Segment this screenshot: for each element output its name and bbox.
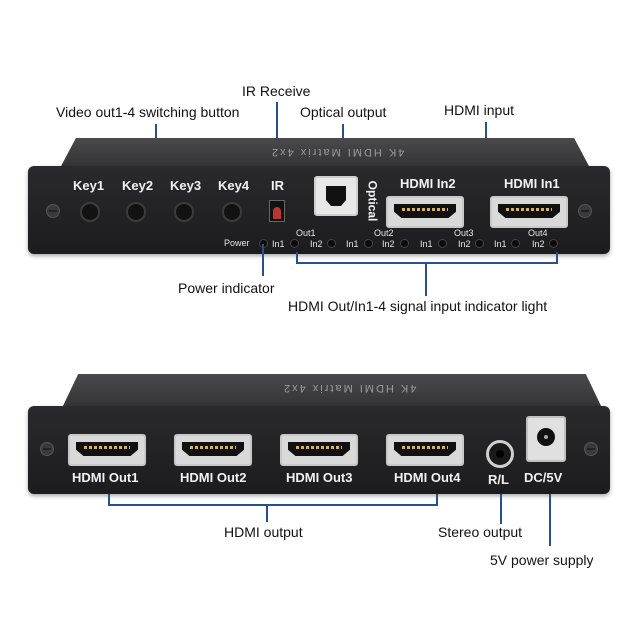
hdmi-output-bracket-l <box>108 494 110 506</box>
key1-button[interactable] <box>80 202 100 222</box>
key4-button[interactable] <box>222 202 242 222</box>
switching-bracket-left <box>155 124 157 150</box>
out3-in2-led <box>475 239 484 248</box>
front-screw-left <box>46 204 60 218</box>
ir-label: IR <box>271 178 284 193</box>
out1-in2-label: In2 <box>310 239 323 249</box>
out1-group-label: Out1 <box>296 228 316 238</box>
out4-in1-label: In1 <box>494 239 507 249</box>
signal-bracket-l <box>296 252 298 264</box>
optical-output-callout: Optical output <box>300 104 387 120</box>
hdmi-out4-port <box>386 434 464 466</box>
rear-screw-right <box>584 442 598 456</box>
signal-bracket-bar <box>296 262 558 264</box>
out4-in2-led <box>549 239 558 248</box>
key2-button[interactable] <box>126 202 146 222</box>
front-panel: Key1 Key2 Key3 Key4 IR Optical HDMI In2 … <box>28 166 610 254</box>
audio-label: R/L <box>488 472 509 487</box>
hdmi-out2-port <box>174 434 252 466</box>
front-top-print: 4K HDMI Matrix 4x2 <box>270 146 405 158</box>
rear-top-print: 4K HDMI Matrix 4x2 <box>282 382 417 394</box>
hdmi-in1-port <box>490 196 568 228</box>
hdmi-input-line <box>485 122 487 144</box>
hdmi-in2-port <box>386 196 464 228</box>
out2-in1-label: In1 <box>346 239 359 249</box>
key1-label: Key1 <box>73 178 105 193</box>
video-switching-callout: Video out1-4 switching button <box>56 104 240 120</box>
key2-label: Key2 <box>122 178 154 193</box>
out2-in2-led <box>400 239 409 248</box>
hdmi-out3-port <box>280 434 358 466</box>
out1-in1-label: In1 <box>272 239 285 249</box>
key3-button[interactable] <box>174 202 194 222</box>
power-label: Power <box>224 238 250 248</box>
rear-panel: HDMI Out1 HDMI Out2 HDMI Out3 HDMI Out4 … <box>28 406 610 494</box>
out2-in2-label: In2 <box>382 239 395 249</box>
stereo-output-callout: Stereo output <box>438 524 523 540</box>
hdmi-out1-port <box>68 434 146 466</box>
power-indicator-callout: Power indicator <box>178 280 275 296</box>
hdmi-out4-label: HDMI Out4 <box>394 470 461 485</box>
key3-label: Key3 <box>170 178 202 193</box>
out3-in1-label: In1 <box>420 239 433 249</box>
out4-in1-led <box>511 239 520 248</box>
stereo-output-line <box>500 494 502 524</box>
key4-label: Key4 <box>218 178 250 193</box>
signal-bracket-stem <box>425 262 427 296</box>
stereo-jack <box>486 440 514 468</box>
ir-receiver-window <box>269 200 285 222</box>
out3-in2-label: In2 <box>458 239 471 249</box>
dc-power-jack <box>526 416 566 462</box>
out2-group-label: Out2 <box>374 228 394 238</box>
out4-group-label: Out4 <box>528 228 548 238</box>
hdmi-out3-label: HDMI Out3 <box>286 470 353 485</box>
ir-receive-callout: IR Receive <box>242 83 311 99</box>
rear-device-top: 4K HDMI Matrix 4x2 <box>62 374 602 408</box>
ir-callout-line <box>276 102 278 172</box>
out1-in2-led <box>327 239 336 248</box>
out4-in2-label: In2 <box>532 239 545 249</box>
optical-port <box>314 176 358 216</box>
optical-label: Optical <box>365 180 380 222</box>
power-supply-line <box>549 494 551 546</box>
hdmi-output-bracket-r <box>436 494 438 506</box>
front-device-top: 4K HDMI Matrix 4x2 <box>60 138 590 168</box>
power-supply-callout: 5V power supply <box>490 552 594 568</box>
hdmi-in1-label: HDMI In1 <box>504 176 560 191</box>
hdmi-out1-label: HDMI Out1 <box>72 470 139 485</box>
hdmi-output-callout: HDMI output <box>224 524 303 540</box>
out3-in1-led <box>438 239 447 248</box>
out2-in1-led <box>364 239 373 248</box>
rear-screw-left <box>40 442 54 456</box>
front-screw-right <box>578 204 592 218</box>
hdmi-in2-label: HDMI In2 <box>400 176 456 191</box>
out3-group-label: Out3 <box>454 228 474 238</box>
signal-bracket-r <box>556 252 558 264</box>
out1-in1-led <box>290 239 299 248</box>
hdmi-out2-label: HDMI Out2 <box>180 470 247 485</box>
dc-label: DC/5V <box>524 470 563 485</box>
signal-indicator-callout: HDMI Out/In1-4 signal input indicator li… <box>288 298 548 314</box>
hdmi-output-stem <box>266 504 268 522</box>
hdmi-output-bracket-bar <box>108 504 438 506</box>
power-indicator-line <box>262 244 264 276</box>
hdmi-input-callout: HDMI input <box>444 102 515 118</box>
